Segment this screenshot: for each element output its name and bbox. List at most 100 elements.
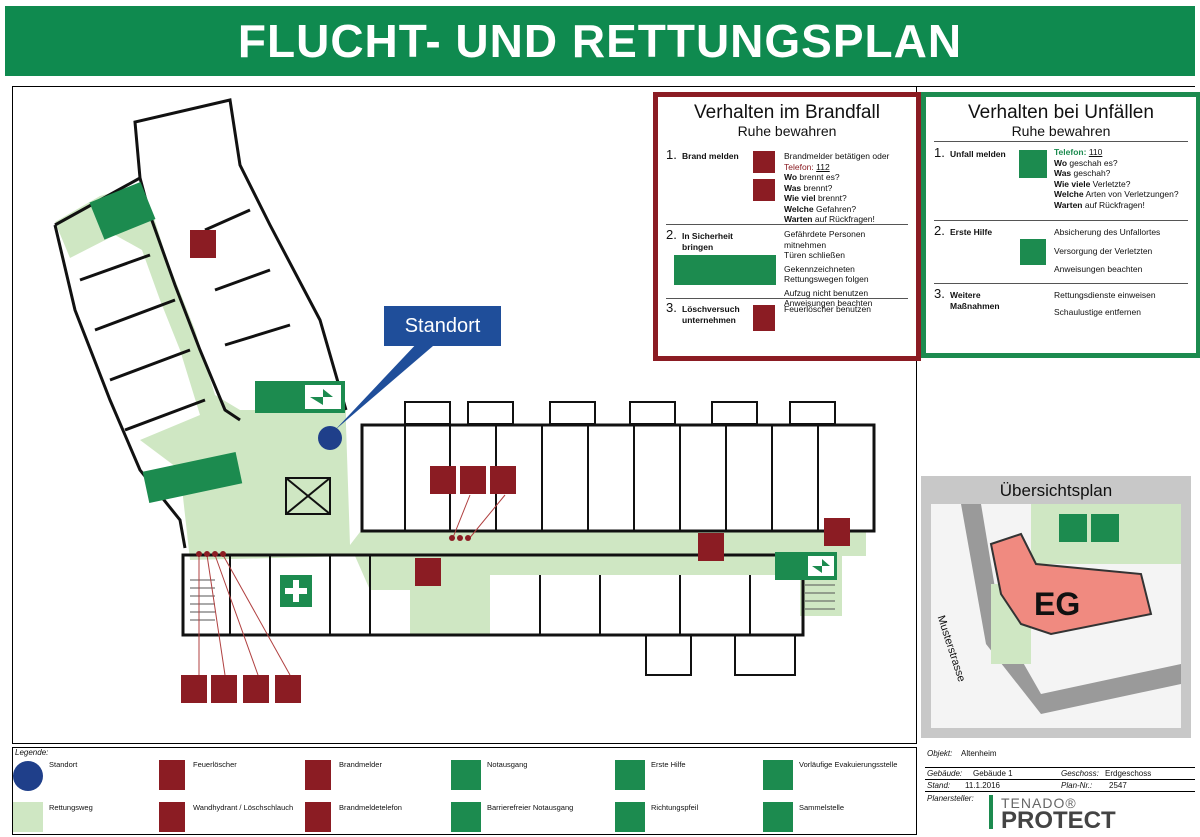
tenado-logo bbox=[989, 795, 993, 829]
floor-plan-frame bbox=[12, 86, 917, 744]
step-line: Türen schließen bbox=[784, 250, 845, 260]
first-aid-icon bbox=[615, 760, 645, 790]
question-line: Wo brennt es? bbox=[784, 172, 889, 183]
question-line: Wo geschah es? bbox=[1054, 158, 1179, 169]
fire-signs bbox=[181, 230, 850, 703]
step-line: Anweisungen beachten bbox=[784, 298, 873, 308]
question-line: Wie viele Verletzte? bbox=[1054, 179, 1179, 190]
step-text: Telefon: 110 Wo geschah es? Was geschah?… bbox=[1054, 147, 1179, 210]
legend-label-notausgang: Notausgang bbox=[487, 760, 528, 769]
fire-step-2: 2. In Sicherheit bringen Gefährdete Pers… bbox=[666, 227, 908, 308]
question-text: brennt? bbox=[815, 193, 847, 203]
divider bbox=[934, 283, 1188, 284]
legend-label-erste-hilfe: Erste Hilfe bbox=[651, 760, 686, 769]
first-aid-icon bbox=[1020, 239, 1046, 265]
question-key: Was bbox=[784, 182, 802, 193]
legend-label-feuerloescher: Feuerlöscher bbox=[193, 760, 237, 769]
info-key: Planersteller: bbox=[927, 794, 974, 803]
question-line: Welche Gefahren? bbox=[784, 204, 889, 215]
exit-sign-right bbox=[775, 552, 837, 580]
question-line: Welche Arten von Verletzungen? bbox=[1054, 189, 1179, 200]
step-label: Brand melden bbox=[682, 151, 739, 161]
question-key: Wo bbox=[1054, 157, 1068, 168]
fire-phone-icon bbox=[305, 802, 331, 832]
step-text: Gefährdete Personen mitnehmen Türen schl… bbox=[784, 229, 908, 309]
step-number: 1. bbox=[934, 145, 945, 160]
accident-panel-title: Verhalten bei Unfällen bbox=[968, 102, 1154, 123]
info-value: 2547 bbox=[1109, 781, 1127, 790]
step-text: Brandmelder betätigen oder Telefon: 112 … bbox=[784, 151, 889, 225]
divider bbox=[666, 224, 908, 225]
evacuation-point-icon bbox=[763, 760, 793, 790]
phone-number: 110 bbox=[1088, 147, 1103, 157]
sidebar-frame bbox=[916, 86, 1195, 743]
question-text: auf Rückfragen! bbox=[1082, 199, 1145, 210]
overview-floor-label: EG bbox=[1034, 586, 1081, 622]
stairs bbox=[190, 579, 835, 621]
accident-instructions-panel: Verhalten bei Unfällen Ruhe bewahren 1. … bbox=[921, 92, 1200, 358]
fire-panel-title: Verhalten im Brandfall bbox=[694, 102, 880, 123]
step-text: Absicherung des Unfallortes Versorgung d… bbox=[1054, 227, 1160, 275]
fire-extinguisher-icon bbox=[159, 760, 185, 790]
legend-label-rettungsweg: Rettungsweg bbox=[49, 803, 93, 812]
legend-label-richtungspfeil: Richtungspfeil bbox=[651, 803, 699, 812]
info-value: Gebäude 1 bbox=[973, 769, 1013, 778]
dots bbox=[196, 535, 471, 557]
step-number: 3. bbox=[934, 286, 945, 301]
legend-title: Legende: bbox=[15, 748, 49, 757]
accident-step-3: 3. Weitere Maßnahmen Rettungsdienste ein… bbox=[934, 286, 1188, 328]
step-label: Erste Hilfe bbox=[950, 227, 993, 237]
info-key: Plan-Nr.: bbox=[1061, 781, 1093, 790]
step-line: Anweisungen beachten bbox=[1054, 264, 1143, 274]
phone-key: Telefon: bbox=[1054, 147, 1087, 157]
step-number: 2. bbox=[666, 227, 677, 242]
question-key: Welche bbox=[1054, 189, 1084, 199]
step-line: Gefährdete Personen mitnehmen bbox=[784, 229, 866, 250]
accessible-exit-icon bbox=[451, 802, 481, 832]
info-value: 11.1.2016 bbox=[965, 781, 1000, 790]
question-key: Warten bbox=[1054, 199, 1083, 210]
overview-plan: Übersichtsplan EG Musterstrasse bbox=[921, 476, 1191, 738]
phone-line: Telefon: 110 bbox=[1054, 147, 1179, 158]
step-line: Versorgung der Verletzten bbox=[1054, 245, 1153, 256]
info-row-gebaeude: Gebäude: Gebäude 1 Geschoss: Erdgeschoss bbox=[925, 769, 1195, 780]
exit-route-icon bbox=[674, 255, 776, 285]
step-line: Gekennzeichneten Rettungswegen folgen bbox=[784, 263, 869, 285]
question-text: geschah es? bbox=[1067, 157, 1118, 168]
question-key: Wie viele bbox=[1054, 178, 1091, 189]
arrow-left-icon bbox=[615, 802, 645, 832]
question-text: Verletzte? bbox=[1090, 178, 1131, 189]
step-label: Löschversuch unternehmen bbox=[682, 304, 740, 325]
exit-sign-left bbox=[142, 451, 243, 504]
fire-step-1: 1. Brand melden Brandmelder betätigen od… bbox=[666, 148, 908, 224]
info-value: Erdgeschoss bbox=[1105, 769, 1152, 778]
info-key: Geschoss: bbox=[1061, 769, 1099, 778]
divider bbox=[934, 141, 1188, 142]
legend-label-evakuierung: Vorläufige Evakuierungsstelle bbox=[799, 760, 898, 769]
first-aid-sign bbox=[280, 575, 312, 607]
phone-line: Telefon: 112 bbox=[784, 162, 889, 173]
question-text: geschah? bbox=[1071, 168, 1111, 178]
question-line: Warten auf Rückfragen! bbox=[784, 214, 889, 225]
fire-extinguisher-icon bbox=[753, 305, 775, 331]
standort-callout: Standort bbox=[384, 306, 501, 346]
floor-plan bbox=[53, 98, 876, 703]
divider bbox=[666, 298, 908, 299]
accident-step-2: 2. Erste Hilfe Absicherung des Unfallort… bbox=[934, 224, 1188, 283]
assembly-point-icon bbox=[763, 802, 793, 832]
standort-legend-icon bbox=[13, 761, 43, 791]
info-row-stand: Stand: 11.1.2016 Plan-Nr.: 2547 bbox=[925, 781, 1195, 792]
fire-panel-subtitle: Ruhe bewahren bbox=[737, 123, 837, 139]
room-divisions bbox=[229, 401, 836, 676]
step-line: Schaulustige entfernen bbox=[1054, 306, 1141, 317]
standort-marker bbox=[318, 426, 342, 450]
info-key: Objekt: bbox=[927, 749, 953, 758]
info-value: Altenheim bbox=[961, 749, 997, 758]
step-text: Rettungsdienste einweisen Schaulustige e… bbox=[1054, 290, 1156, 317]
info-key: Gebäude: bbox=[927, 769, 963, 778]
standort-pointer bbox=[335, 340, 440, 430]
phone-key: Telefon: bbox=[784, 161, 814, 172]
question-line: Was geschah? bbox=[1054, 168, 1179, 179]
legend-label-wandhydrant: Wandhydrant / Löschschlauch bbox=[193, 803, 294, 812]
step-line: Absicherung des Unfallortes bbox=[1054, 227, 1161, 237]
